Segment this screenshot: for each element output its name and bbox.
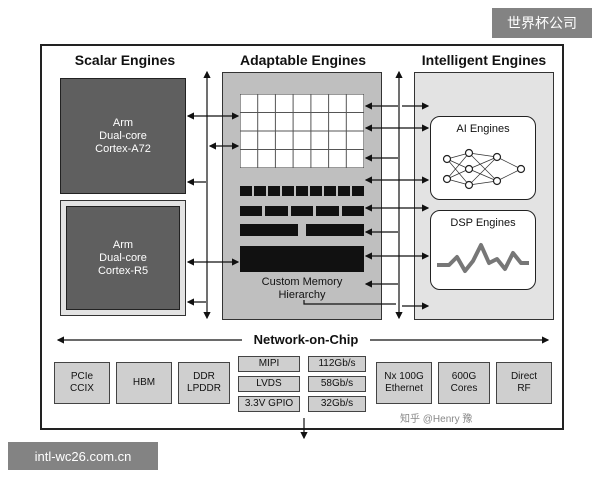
mipi-label: MIPI (258, 358, 280, 369)
rate-58-block: 58Gb/s (308, 376, 366, 392)
rf-line-1: Direct (510, 371, 538, 382)
rate-58-label: 58Gb/s (320, 378, 354, 389)
dsp-slice-row-3 (240, 224, 364, 236)
dsp-slice-row-1 (240, 186, 364, 196)
a72-line-3: Cortex-A72 (95, 142, 151, 155)
rate-32-label: 32Gb/s (320, 398, 354, 409)
gpio-label: 3.3V GPIO (244, 398, 294, 409)
logic-grid-svg (239, 93, 365, 169)
ddr-line-1: DDR (193, 371, 215, 382)
a72-line-2: Dual-core (99, 129, 147, 142)
noc-label: Network-on-Chip (253, 332, 359, 347)
watermark-bottom-left: intl-wc26.com.cn (8, 442, 158, 470)
cores-600g-block: 600G Cores (438, 362, 490, 404)
custom-memory-label: Custom Memory Hierarchy (222, 276, 382, 302)
rate-32-block: 32Gb/s (308, 396, 366, 412)
hbm-block: HBM (116, 362, 172, 404)
lvds-block: LVDS (238, 376, 300, 392)
adaptable-engines-title: Adaptable Engines (239, 52, 367, 68)
signal-waveform-icon (437, 243, 529, 273)
ethernet-block: Nx 100G Ethernet (376, 362, 432, 404)
ethernet-line-2: Ethernet (385, 383, 423, 394)
watermark-zhihu: 知乎 @Henry 豫 (400, 414, 473, 425)
pcie-line-1: PCIe (70, 371, 94, 382)
scalar-engines-title: Scalar Engines (74, 52, 176, 68)
memory-line-1: Custom Memory (261, 276, 343, 288)
ai-engines-box: AI Engines (430, 116, 536, 200)
cores-line-1: 600G (451, 371, 477, 382)
dsp-slice-row-2 (240, 206, 365, 216)
cortex-r5-container: Arm Dual-core Cortex-R5 (60, 200, 186, 316)
ai-engines-label: AI Engines (456, 123, 510, 135)
gpio-block: 3.3V GPIO (238, 396, 300, 412)
rate-112-label: 112Gb/s (318, 358, 356, 369)
pcie-ccix-block: PCIe CCIX (54, 362, 110, 404)
memory-line-2: Hierarchy (278, 289, 326, 301)
watermark-top-right: 世界杯公司 (492, 8, 592, 38)
cores-line-2: Cores (450, 383, 478, 394)
intelligent-engines-title: Intelligent Engines (421, 52, 547, 68)
ddr-lpddr-block: DDR LPDDR (178, 362, 230, 404)
hbm-label: HBM (132, 377, 156, 388)
a72-line-1: Arm (112, 116, 134, 129)
logic-grid (239, 93, 365, 173)
cortex-r5-block: Arm Dual-core Cortex-R5 (66, 206, 180, 310)
mipi-block: MIPI (238, 356, 300, 372)
neural-network-icon (442, 148, 526, 190)
cortex-a72-block: Arm Dual-core Cortex-A72 (60, 78, 186, 194)
rf-line-2: RF (517, 383, 531, 394)
custom-memory-block (240, 246, 364, 272)
dsp-engines-label: DSP Engines (450, 217, 516, 229)
rate-112-block: 112Gb/s (308, 356, 366, 372)
dsp-engines-box: DSP Engines (430, 210, 536, 290)
pcie-line-2: CCIX (70, 383, 94, 394)
direct-rf-block: Direct RF (496, 362, 552, 404)
r5-line-3: Cortex-R5 (97, 264, 149, 277)
r5-line-1: Arm (112, 238, 134, 251)
ddr-line-2: LPDDR (187, 383, 221, 394)
lvds-label: LVDS (256, 378, 282, 389)
ethernet-line-1: Nx 100G (384, 371, 424, 382)
r5-line-2: Dual-core (99, 251, 147, 264)
